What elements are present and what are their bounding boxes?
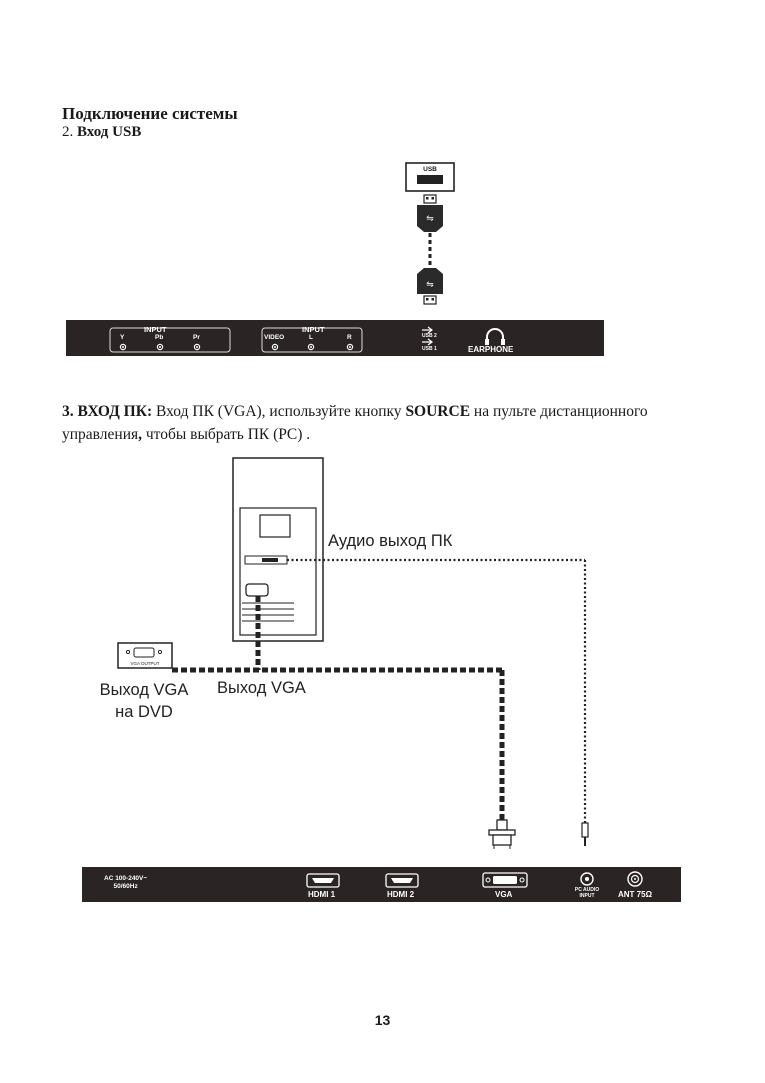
usb1-label: USB 1 — [422, 346, 437, 352]
usb-connection-diagram: ⇋ ⇋ — [405, 162, 455, 305]
usb-port-label: USB — [423, 166, 437, 173]
power-line1: AC 100-240V~ — [104, 875, 148, 882]
dvd-vga-label: Выход VGA на DVD — [94, 679, 194, 723]
jack-l-label: L — [309, 334, 313, 341]
usb-plug-body-top — [417, 205, 443, 232]
pc-audio-line1: PC AUDIO — [574, 887, 600, 893]
hdmi2-label: HDMI 2 — [387, 890, 415, 899]
pc-audio-line2: INPUT — [579, 893, 595, 899]
pc-text-1: Вход ПК (VGA), используйте кнопку — [152, 403, 406, 420]
usb2-label: USB 2 — [422, 333, 437, 339]
usb-subheading: 2. Вход USB — [62, 124, 141, 141]
input-group1-title: INPUT — [144, 325, 167, 334]
vga-label: VGA — [495, 890, 513, 899]
pc-audio-port — [580, 872, 594, 886]
side-input-panel: INPUT Y Pb Pr INPUT VIDEO L R USB 2 USB … — [66, 320, 604, 356]
power-line2: 50/60Hz — [113, 883, 138, 890]
hdmi1-label: HDMI 1 — [308, 890, 336, 899]
input-group2-title: INPUT — [302, 325, 325, 334]
antenna-port — [627, 871, 643, 887]
usb-symbol-icon: ⇋ — [426, 280, 434, 290]
pc-input-paragraph: 3. ВХОД ПК: Вход ПК (VGA), используйте к… — [62, 400, 702, 446]
audio-out-label: Аудио выход ПК — [328, 532, 453, 550]
usb-port-slot — [417, 175, 443, 184]
vga-port — [482, 872, 528, 888]
usb-plug-tip — [423, 295, 437, 305]
panel-outlines — [109, 326, 505, 353]
pc-section-title: 3. ВХОД ПК: — [62, 403, 153, 420]
page-number: 13 — [374, 1012, 391, 1028]
section-heading: Подключение системы — [62, 104, 238, 123]
hdmi1-port — [306, 873, 340, 888]
jack-y-label: Y — [120, 334, 125, 341]
dvd-vga-label-line1: Выход VGA — [99, 681, 189, 699]
earphone-label: EARPHONE — [468, 345, 514, 354]
pc-connection-diagram — [117, 457, 589, 849]
jack-r-label: R — [347, 334, 352, 341]
audio-plug — [581, 822, 589, 838]
usb-section-title: Вход USB — [77, 124, 142, 140]
pc-vga-label: Выход VGA — [217, 679, 306, 697]
dvd-vga-label-line2: на DVD — [115, 703, 173, 721]
rear-panel-ports — [306, 871, 643, 888]
pc-text-3: чтобы выбрать ПК (PC) . — [142, 426, 311, 443]
usb-icon — [422, 326, 433, 334]
vga-output-small-label: VGA OUTPUT — [130, 661, 160, 666]
jack-pb-label: Pb — [155, 334, 164, 341]
usb-plug-tip — [423, 194, 437, 204]
usb-symbol-icon: ⇋ — [426, 214, 434, 224]
pc-vga-port — [245, 583, 269, 597]
rear-panel: AC 100-240V~ 50/60Hz HDMI 1 HDMI 2 VGA P… — [82, 867, 681, 902]
power-label: AC 100-240V~ 50/60Hz — [104, 875, 147, 891]
pc-audio-label: PC AUDIO INPUT — [570, 887, 604, 899]
usb-port-box — [405, 162, 455, 192]
jack-pr-label: Pr — [193, 334, 200, 341]
jack-video-label: VIDEO — [264, 334, 285, 341]
usb-section-number: 2. — [62, 124, 74, 140]
pc-text-2: на пульте дистанционного управления — [62, 403, 648, 443]
headphone-icon — [486, 328, 504, 342]
ant-label: ANT 75Ω — [618, 890, 652, 899]
pc-comma: , — [138, 426, 142, 443]
source-keyword: SOURCE — [405, 403, 471, 420]
usb-plug-body-bottom — [417, 268, 443, 294]
vga-plug — [496, 819, 508, 831]
pc-fan-grille — [259, 514, 291, 538]
hdmi2-port — [385, 873, 419, 888]
usb-icon — [422, 338, 433, 346]
